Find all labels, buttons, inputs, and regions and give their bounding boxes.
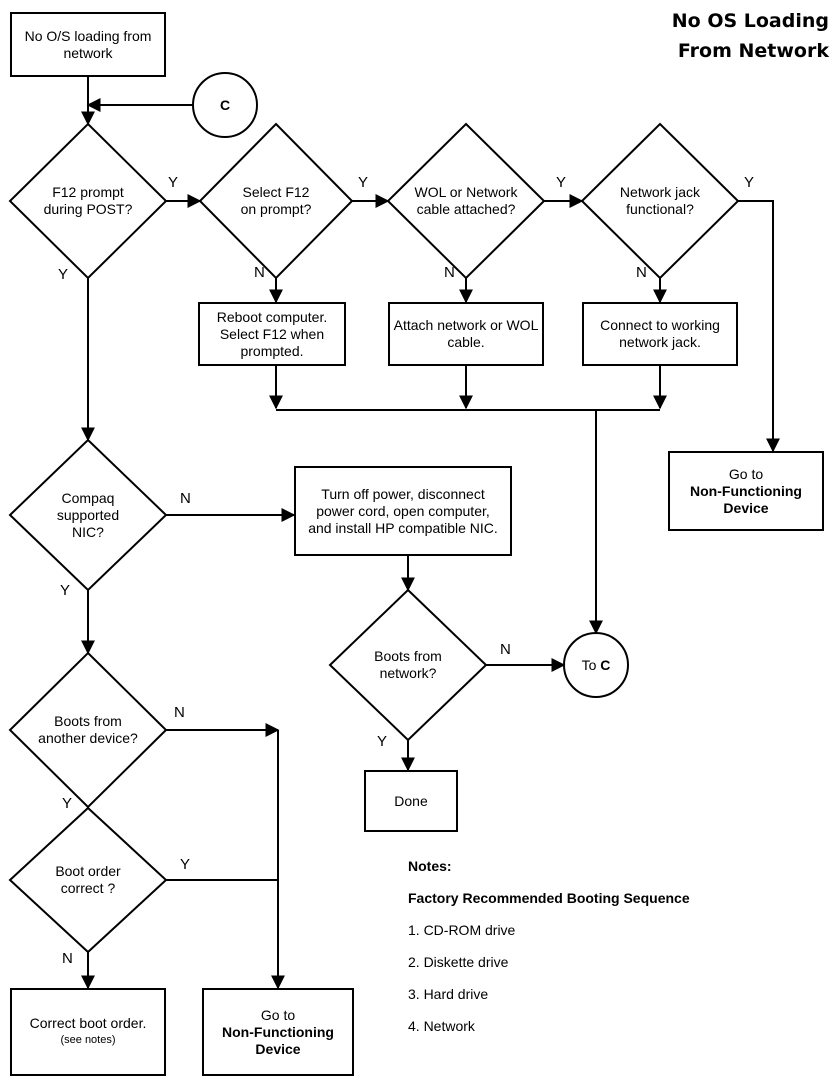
notes-heading: Notes:	[408, 858, 452, 874]
goto-right-line3: Device	[723, 499, 769, 516]
page-title-line2: From Network	[677, 40, 829, 62]
start-text: No O/S loading from network	[24, 27, 152, 61]
label-boot-order-yes: Y	[180, 856, 191, 873]
goto-right-line2: Non-Functioning	[690, 482, 802, 499]
goto-right-line1: Go to	[728, 465, 764, 482]
correct-order-box: Correct boot order. (see notes)	[10, 988, 166, 1076]
goto-nonfunctioning-right-box: Go to Non-Functioning Device	[668, 451, 824, 531]
to-c-letter: C	[600, 656, 611, 673]
select-f12-text: Select F12 on prompt?	[240, 184, 312, 217]
goto-bottom-line2: Non-Functioning	[222, 1023, 334, 1040]
label-wol-no: N	[444, 264, 455, 281]
connect-jack-box: Connect to working network jack.	[582, 302, 738, 366]
attach-cable-text: Attach network or WOL cable.	[393, 317, 539, 350]
done-text: Done	[394, 792, 428, 809]
label-select-no: N	[254, 264, 265, 281]
to-c-label: To C	[566, 650, 626, 680]
done-box: Done	[364, 770, 458, 832]
label-boots-other-no: N	[174, 704, 185, 721]
reboot-text: Reboot computer. Select F12 when prompte…	[216, 308, 328, 359]
boots-other-text: Boots from another device?	[38, 713, 138, 746]
install-nic-text: Turn off power, disconnect power cord, o…	[308, 485, 498, 536]
notes-panel: Notes: Factory Recommended Booting Seque…	[408, 858, 690, 1050]
notes-item-1: 1. CD-ROM drive	[408, 922, 516, 938]
label-compaq-yes: Y	[60, 582, 71, 599]
jack-functional-text: Network jack functional?	[619, 184, 701, 217]
goto-nonfunctioning-bottom-box: Go to Non-Functioning Device	[202, 988, 354, 1076]
f12-prompt-text: F12 prompt during POST?	[43, 184, 133, 217]
label-boot-order-no: N	[62, 950, 73, 967]
boot-order-text: Boot order correct ?	[55, 863, 121, 896]
notes-subheading: Factory Recommended Booting Sequence	[408, 890, 690, 906]
label-wol-yes: Y	[556, 174, 567, 191]
boots-network-text: Boots from network?	[374, 648, 442, 681]
start-box: No O/S loading from network	[10, 12, 166, 77]
goto-bottom-line1: Go to	[260, 1006, 296, 1023]
label-boots-network-yes: Y	[377, 733, 388, 750]
label-f12-yes: Y	[168, 174, 179, 191]
label-boots-other-yes: Y	[62, 795, 73, 812]
page-title-line1: No OS Loading	[671, 10, 829, 32]
notes-item-4: 4. Network	[408, 1018, 475, 1034]
reboot-box: Reboot computer. Select F12 when prompte…	[198, 302, 346, 366]
to-c-prefix: To	[581, 656, 601, 673]
page-title: No OS Loading From Network	[672, 6, 829, 66]
label-jack-yes: Y	[744, 174, 755, 191]
correct-order-line1: Correct boot order.	[29, 1015, 147, 1031]
correct-order-line2: (see notes)	[60, 1034, 116, 1046]
install-nic-box: Turn off power, disconnect power cord, o…	[294, 466, 512, 556]
wol-cable-text: WOL or Network cable attached?	[414, 184, 518, 217]
goto-bottom-line3: Device	[255, 1040, 301, 1057]
connector-c-label: C	[219, 96, 231, 113]
label-jack-no: N	[636, 264, 647, 281]
label-select-yes: Y	[358, 174, 369, 191]
label-f12-down-yes: Y	[58, 266, 69, 283]
attach-cable-box: Attach network or WOL cable.	[388, 302, 544, 366]
notes-item-2: 2. Diskette drive	[408, 954, 509, 970]
label-compaq-no: N	[180, 490, 191, 507]
compaq-nic-text: Compaq supported NIC?	[56, 489, 120, 540]
label-boots-network-no: N	[500, 641, 511, 658]
notes-item-3: 3. Hard drive	[408, 986, 489, 1002]
connect-jack-text: Connect to working network jack.	[600, 317, 720, 350]
